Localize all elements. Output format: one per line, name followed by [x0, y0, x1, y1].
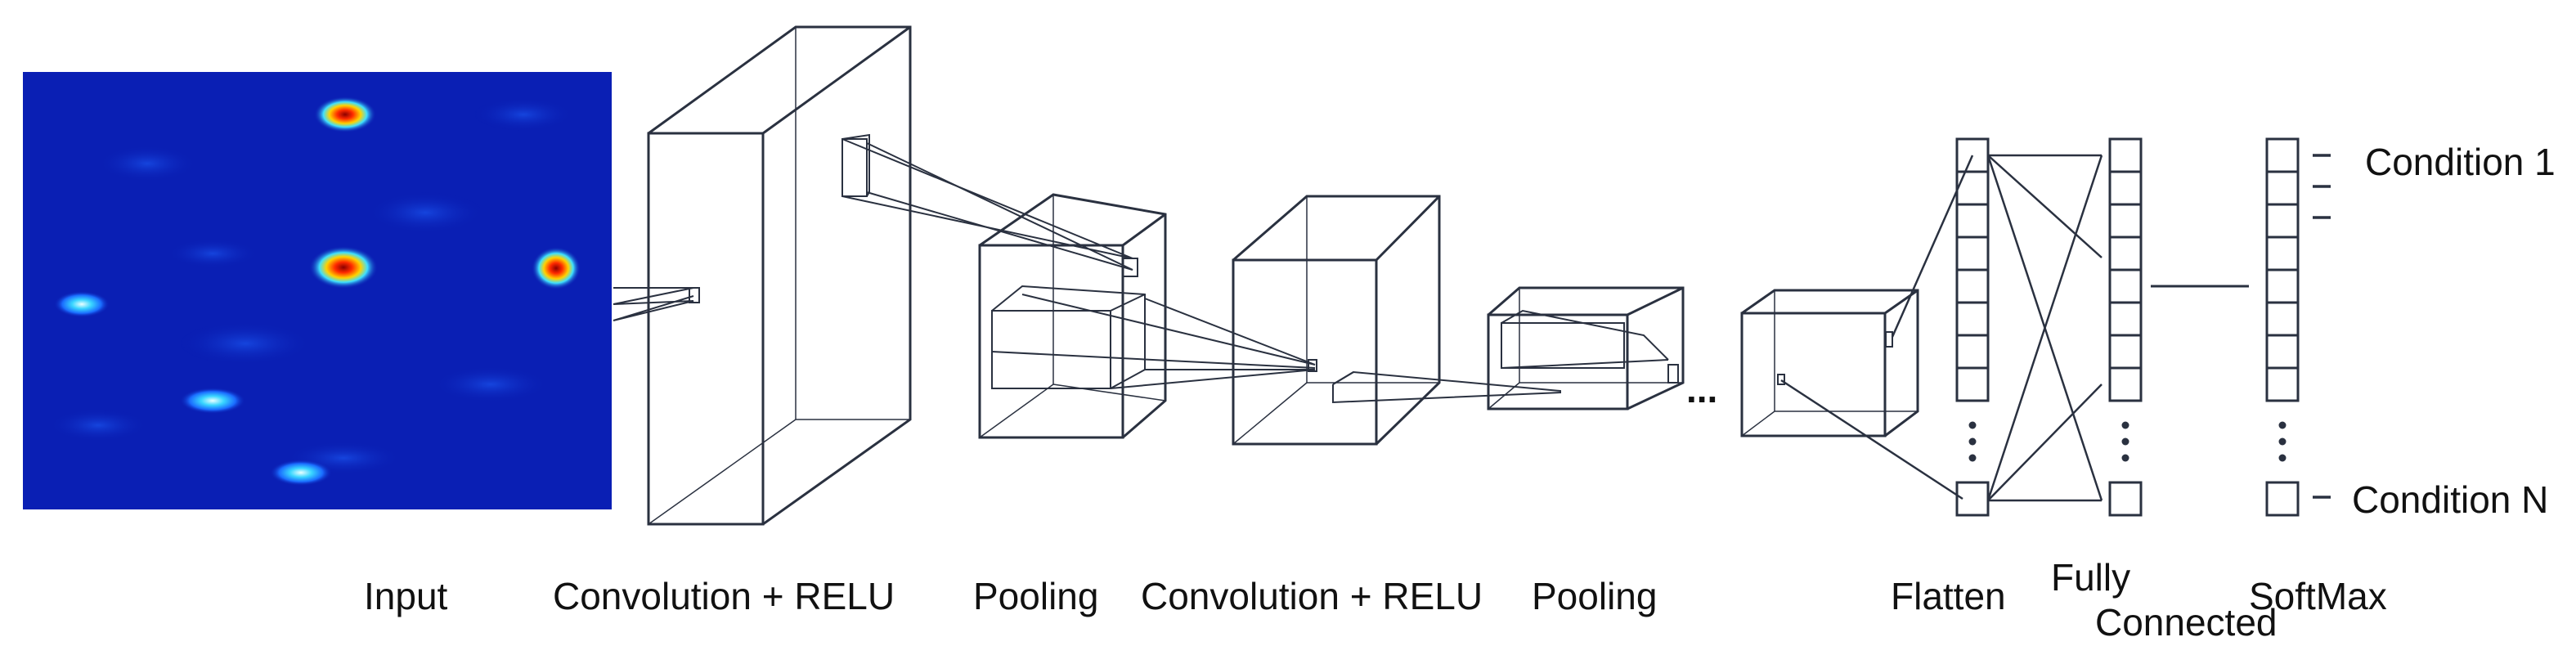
stage-label-fully-connected-line1: Fully — [2051, 556, 2131, 599]
conv1-block — [613, 25, 912, 526]
output-label-condition-1: Condition 1 — [2365, 141, 2556, 183]
fully-connected-column — [2108, 137, 2143, 517]
input-heatmap — [23, 72, 612, 509]
projection-lines-2 — [991, 294, 1316, 389]
projection-lines-1 — [841, 138, 1133, 271]
stage-label-softmax: SoftMax — [2249, 575, 2387, 617]
flatten-connections — [1780, 155, 1974, 500]
stage-label-input: Input — [364, 575, 448, 617]
stage-label-conv2: Convolution + RELU — [1141, 575, 1483, 617]
continuation-ellipsis: ... — [1686, 368, 1718, 410]
conv2-block — [1232, 195, 1561, 446]
vertical-ellipsis-dots — [1968, 421, 2287, 462]
output-dashes — [2313, 154, 2331, 499]
final-feature-block — [1740, 289, 1919, 437]
pool1-block — [978, 193, 1167, 439]
stage-label-conv1: Convolution + RELU — [553, 575, 895, 617]
stage-label-flatten: Flatten — [1891, 575, 2006, 617]
dense-connections — [1986, 154, 2103, 502]
stage-label-pool1: Pooling — [973, 575, 1099, 617]
stage-label-pool2: Pooling — [1532, 575, 1658, 617]
output-label-condition-n: Condition N — [2352, 478, 2549, 521]
pool2-block — [1487, 286, 1685, 410]
softmax-column — [2265, 137, 2300, 517]
stage-label-fully-connected-line2: Connected — [2095, 601, 2278, 644]
